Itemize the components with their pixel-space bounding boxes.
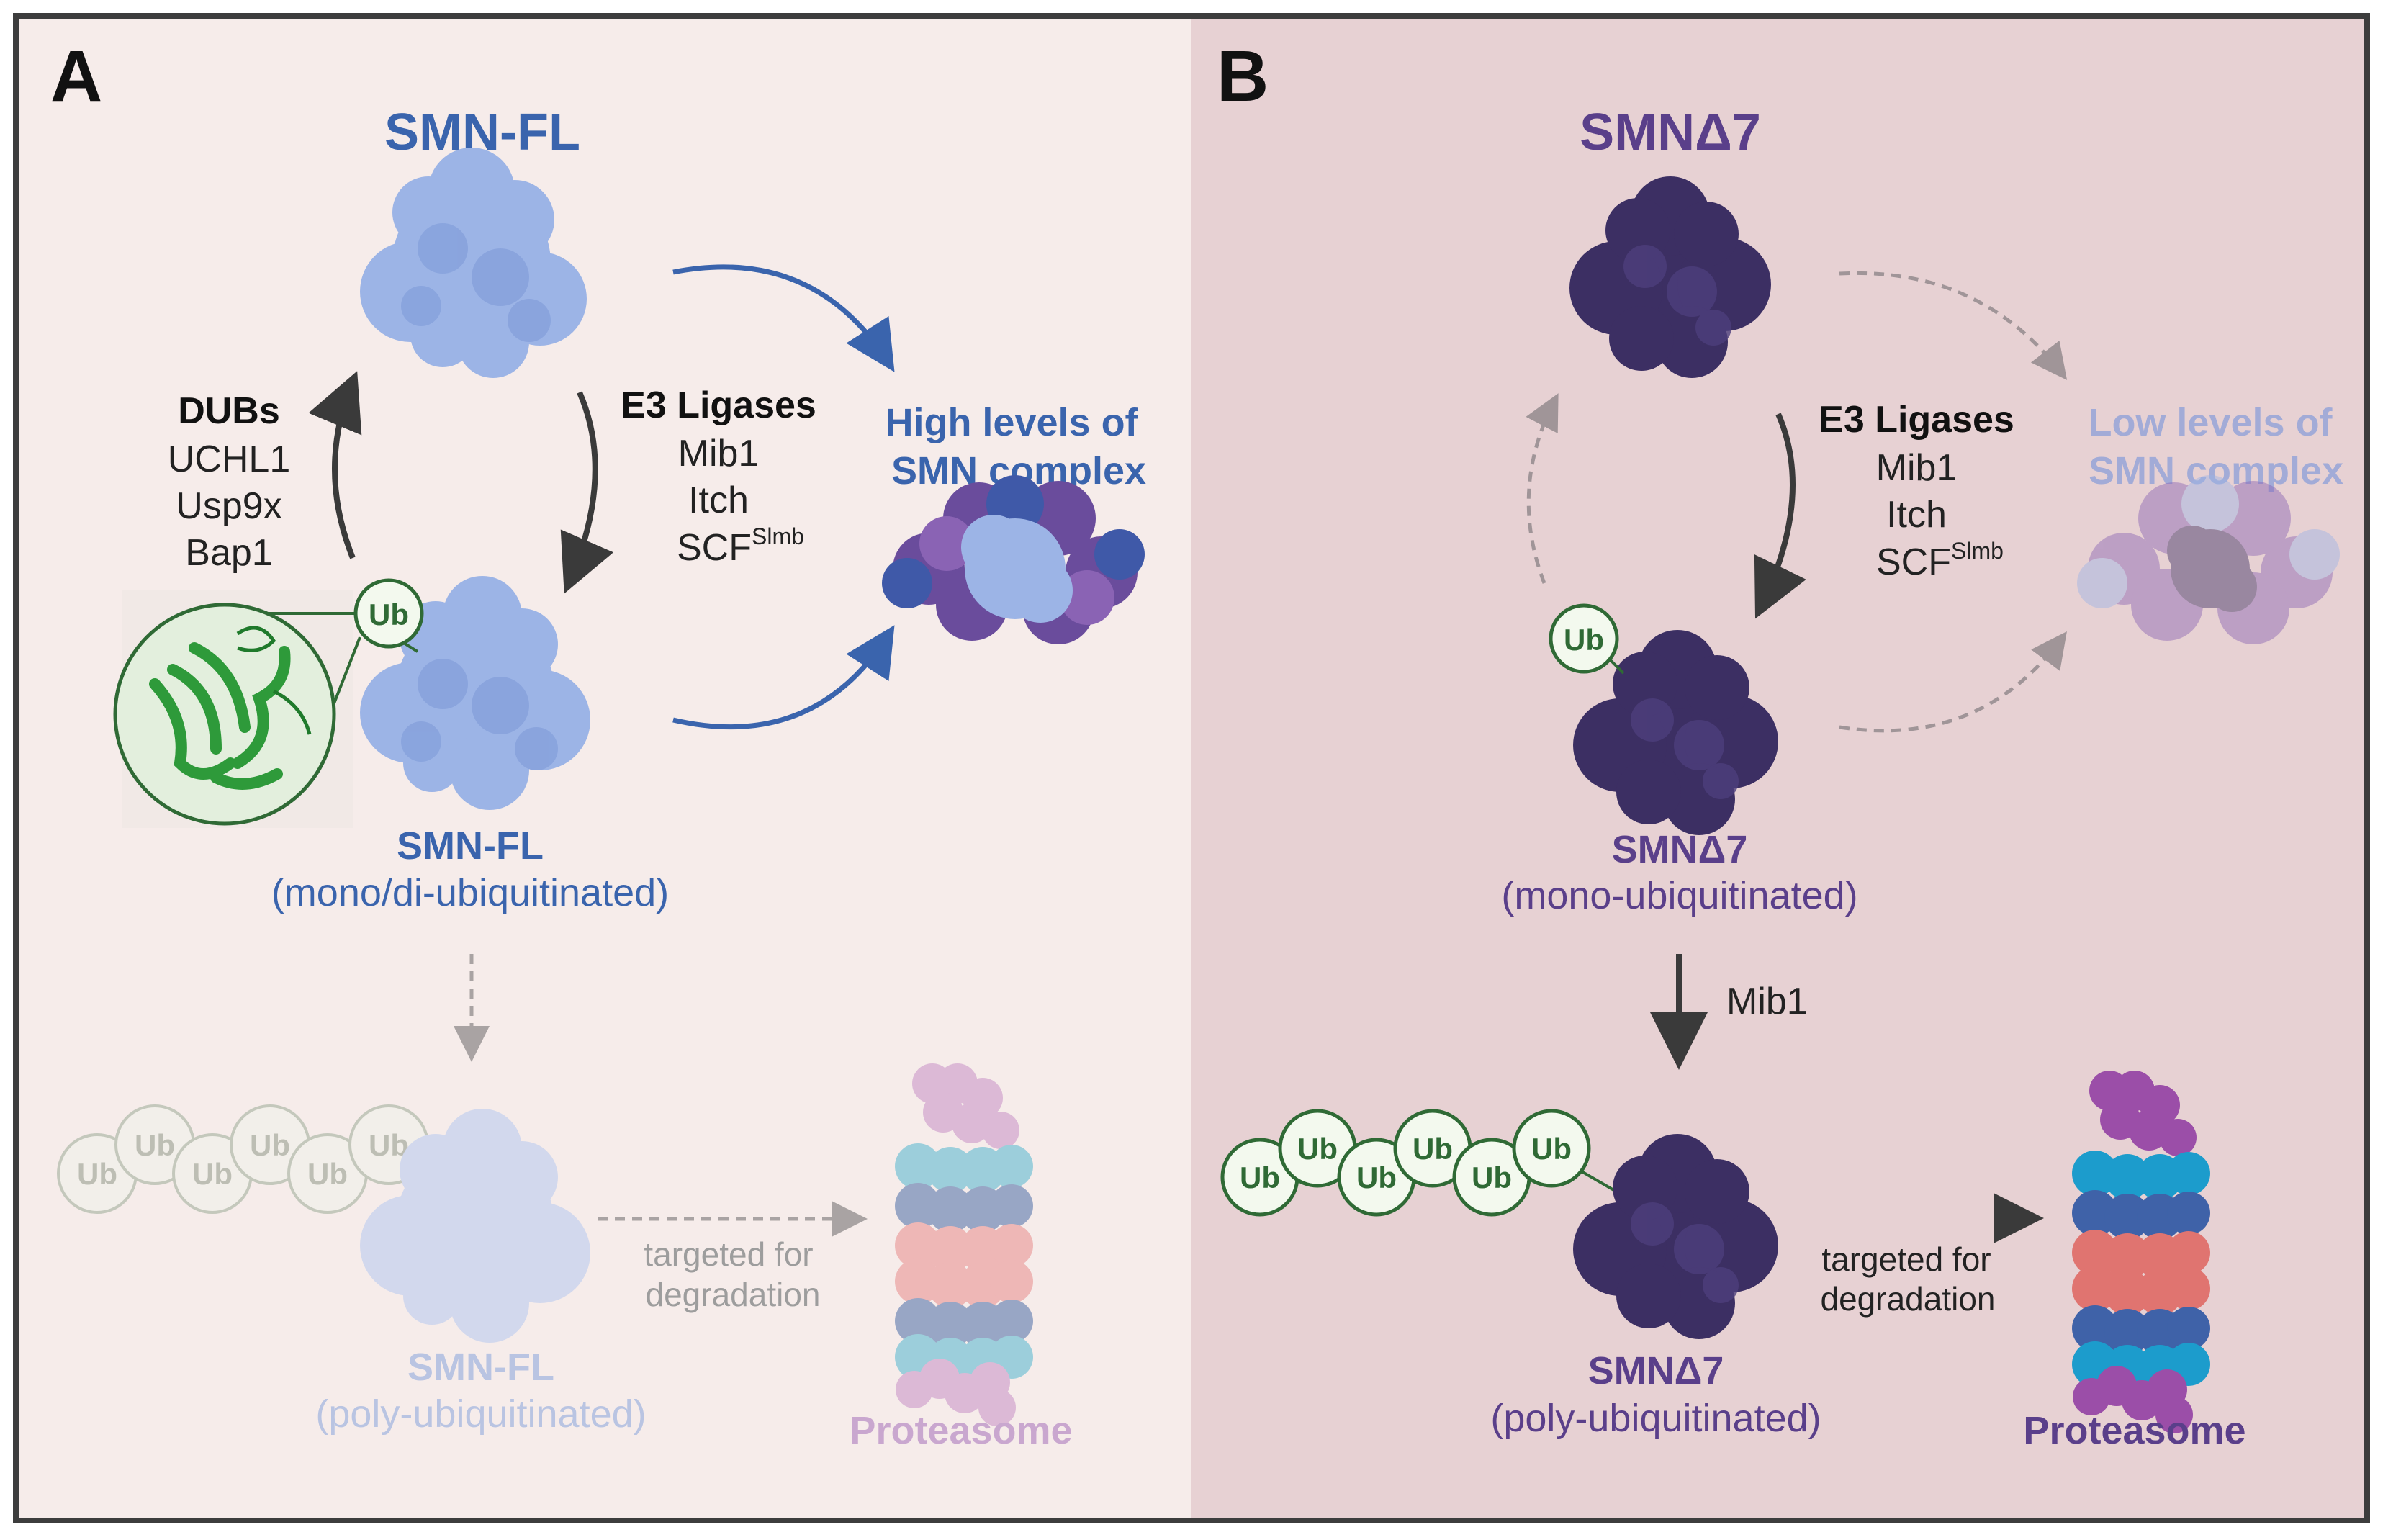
proteasome-icon (895, 1063, 1033, 1426)
e3-item: Mib1 (678, 433, 760, 474)
ub-tag: Ub (1549, 603, 1625, 675)
degradation-label-line1: targeted for (1821, 1240, 1991, 1278)
smn-fl-poly-ub-protein-icon (360, 1109, 590, 1343)
smn-d7-mono-ub-protein-icon (1573, 630, 1778, 835)
e3-arrow (560, 391, 614, 594)
e3-item: SCFSlmb (1876, 538, 2004, 583)
smn-d7-protein-icon (1569, 176, 1771, 378)
ub-label: Ub (192, 1157, 233, 1191)
degradation-label-line2: degradation (1821, 1280, 1996, 1318)
arrow-to-complex-bottom (672, 625, 895, 730)
arrow-to-complex-top (672, 264, 895, 372)
smn-fl-protein-icon (360, 148, 587, 378)
e3-item: Mib1 (1876, 447, 1958, 489)
outer-border (13, 13, 2370, 1523)
ub-label: Ub (1472, 1161, 1512, 1194)
mono-name: SMNΔ7 (1612, 828, 1748, 871)
mono-state: (mono/di-ubiquitinated) (271, 871, 669, 914)
complex-label-line2: SMN complex (2089, 449, 2343, 492)
proteasome-label: Proteasome (2023, 1409, 2245, 1452)
ub-label: Ub (77, 1157, 117, 1191)
ub-label: Ub (369, 1128, 409, 1162)
poly-state: (poly-ubiquitinated) (315, 1392, 646, 1436)
ub-label: Ub (1564, 623, 1604, 657)
dashed-return-arrow (1526, 393, 1559, 584)
dashed-arrow-to-complex-top (1839, 271, 2068, 380)
ub-label: Ub (1413, 1132, 1453, 1166)
superscript: Slmb (752, 523, 804, 549)
e3-title: E3 Ligases (621, 384, 816, 426)
smn-fl-mono-ub-protein-icon (360, 576, 590, 810)
panel-a-letter: A (50, 36, 102, 117)
poly-name: SMN-FL (407, 1346, 554, 1389)
ub-label: Ub (1356, 1161, 1397, 1194)
proteasome-label: Proteasome (850, 1409, 1072, 1452)
dubs-item: UCHL1 (168, 438, 291, 480)
poly-ub-chain: Ub Ub Ub Ub Ub Ub (1220, 1109, 1618, 1217)
dubs-item: Usp9x (176, 485, 281, 527)
dubs-arrow (308, 371, 362, 559)
e3-title: E3 Ligases (1819, 399, 2014, 441)
smn-d7-poly-ub-protein-icon (1573, 1134, 1778, 1339)
dubs-item: Bap1 (185, 532, 272, 574)
smn-complex-icon (2077, 475, 2340, 644)
ub-label: Ub (1240, 1161, 1280, 1194)
ub-label: Ub (369, 598, 409, 631)
poly-ub-chain: Ub Ub Ub Ub Ub Ub (57, 1104, 429, 1214)
ubiquitin-structure-icon (113, 590, 361, 828)
proteasome-icon (2072, 1071, 2210, 1433)
complex-label-line1: Low levels of (2088, 401, 2333, 444)
panel-b-title: SMNΔ7 (1580, 104, 1761, 161)
smn-complex-icon (882, 475, 1145, 644)
e3-item: Itch (688, 479, 749, 521)
e3-arrow (1754, 413, 1806, 619)
superscript: Slmb (1951, 538, 2004, 564)
degradation-label-line2: degradation (646, 1276, 821, 1313)
ub-label: Ub (1531, 1132, 1572, 1166)
e3-item: SCFSlmb (677, 523, 804, 569)
mono-state: (mono-ubiquitinated) (1501, 874, 1857, 917)
panel-b-letter: B (1217, 36, 1269, 117)
panel-b: B SMNΔ7 E3 Ligases Mib1 Itch SCFSlmb Low… (1217, 36, 2343, 1452)
complex-label-line1: High levels of (885, 401, 1138, 444)
poly-name: SMNΔ7 (1588, 1349, 1724, 1392)
dashed-arrow-to-complex-bottom (1839, 631, 2067, 733)
ub-label: Ub (135, 1128, 175, 1162)
panel-a: A SMN-FL DUBs (50, 36, 1146, 1452)
ub-label: Ub (307, 1157, 348, 1191)
ub-label: Ub (1297, 1132, 1338, 1166)
ub-tag: Ub (353, 578, 424, 653)
mono-name: SMN-FL (397, 824, 544, 868)
mib1-label: Mib1 (1726, 981, 1808, 1022)
dubs-title: DUBs (178, 390, 280, 432)
e3-item: Itch (1886, 494, 1947, 536)
ub-label: Ub (250, 1128, 290, 1162)
degradation-label-line1: targeted for (644, 1235, 813, 1273)
poly-state: (poly-ubiquitinated) (1490, 1397, 1821, 1440)
